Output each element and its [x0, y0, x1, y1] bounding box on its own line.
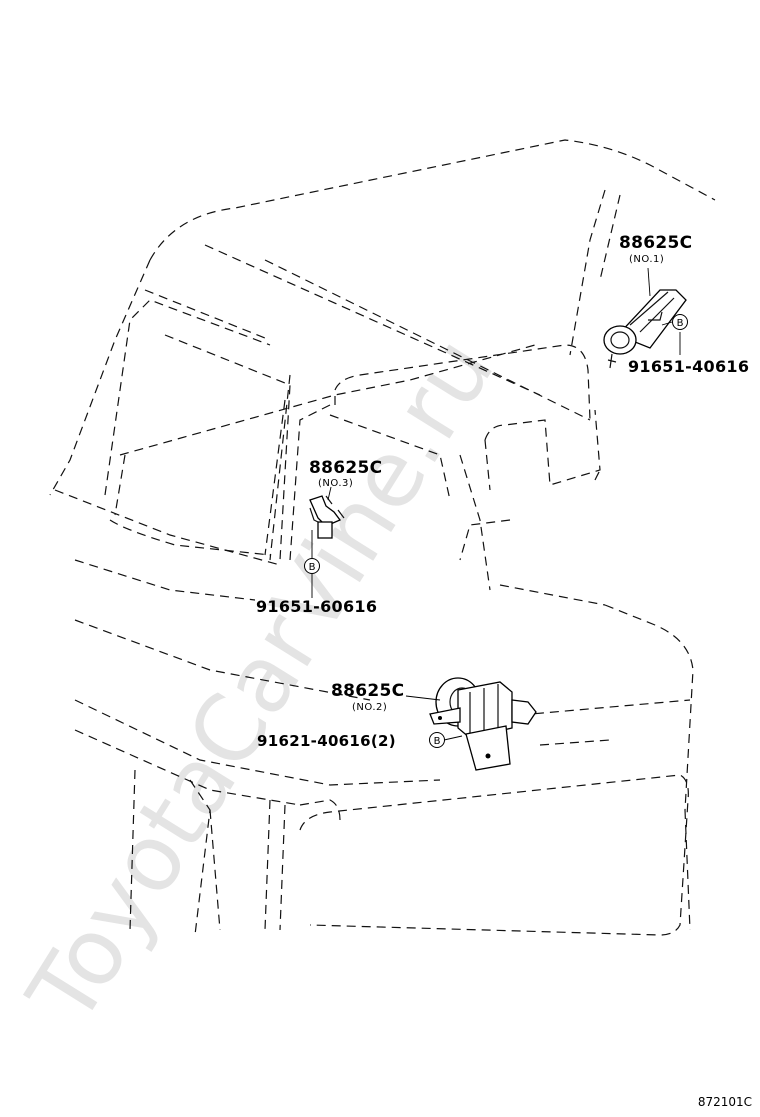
bolt-marker-b-no1-label: B: [677, 318, 684, 329]
part-number-91621-40616: 91621-40616(2): [257, 732, 396, 750]
part-sub-no1: (NO.1): [629, 254, 664, 265]
horn-no1[interactable]: [603, 289, 687, 369]
part-number-88625c-no3: 88625C: [309, 458, 382, 478]
part-sub-no2: (NO.2): [352, 702, 387, 713]
horn-no3[interactable]: [309, 495, 345, 539]
part-number-88625c-no1: 88625C: [619, 233, 692, 253]
bolt-marker-b-no3: [304, 558, 320, 574]
vehicle-outline: [49, 139, 716, 936]
watermark: ToyotaCarVine.ru: [7, 319, 514, 1042]
part-number-91651-40616: 91651-40616: [628, 357, 749, 376]
part-number-91651-60616: 91651-60616: [256, 597, 377, 616]
callout-no2: 88625C (NO.2) 91621-40616(2) B: [257, 681, 445, 750]
callout-no1: 88625C (NO.1) B 91651-40616: [619, 233, 749, 376]
figure-code: 872101C: [698, 1095, 752, 1109]
callout-no3: 88625C (NO.3) B 91651-60616: [256, 458, 382, 616]
bolt-marker-b-no2-label: B: [434, 736, 441, 747]
part-sub-no3: (NO.3): [318, 478, 353, 489]
horn-no2[interactable]: [429, 677, 537, 771]
part-number-88625c-no2: 88625C: [331, 681, 404, 701]
bolt-marker-b-no3-label: B: [309, 562, 316, 573]
bolt-marker-b-no2: [429, 732, 445, 748]
bolt-marker-b-no1: [672, 314, 688, 330]
